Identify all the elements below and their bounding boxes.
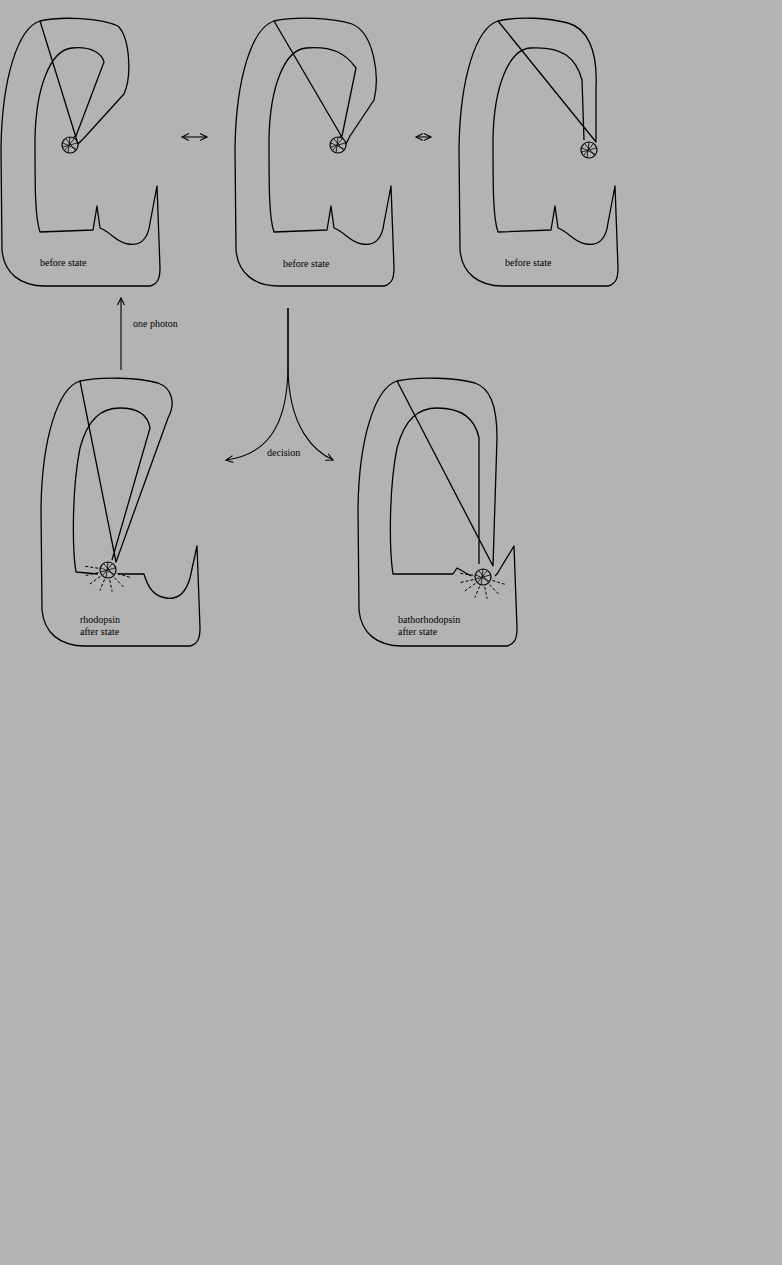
protein-outline: before state — [458, 18, 620, 288]
transition-arrow — [226, 308, 288, 463]
protein-shape — [40, 378, 202, 648]
transition-arrow — [288, 308, 333, 460]
transition-arrow — [182, 134, 207, 141]
state-label: before state — [505, 257, 595, 269]
protein-outline: before state — [234, 18, 396, 288]
edge-label: decision — [265, 447, 302, 459]
state-label: rhodopsin after state — [80, 614, 136, 638]
state-label: before state — [283, 258, 373, 270]
protein-shape — [234, 18, 396, 288]
protein-outline: before state — [0, 18, 162, 288]
state-label: bathorhodopsin after state — [398, 614, 470, 638]
protein-shape — [357, 378, 519, 648]
transition-arrow — [118, 298, 125, 370]
protein-outline: rhodopsin after state — [40, 378, 202, 648]
edge-label: one photon — [131, 318, 180, 330]
protein-outline: bathorhodopsin after state — [357, 378, 519, 648]
transition-arrow — [416, 134, 431, 141]
state-label: before state — [40, 257, 130, 269]
protein-shape — [0, 18, 162, 288]
protein-shape — [458, 18, 620, 288]
